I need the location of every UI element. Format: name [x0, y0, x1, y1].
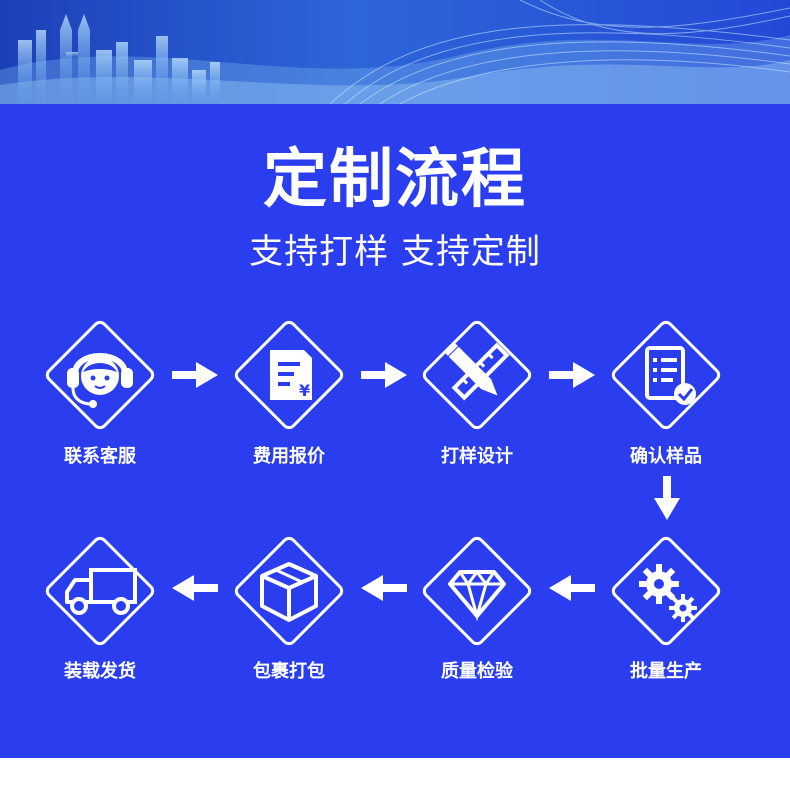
arrow-left-icon: [549, 575, 595, 601]
step-label: 费用报价: [253, 446, 325, 467]
step-quality-inspection: [414, 528, 540, 654]
step-mass-production: [603, 528, 729, 654]
step-label: 装载发货: [64, 661, 136, 682]
step-sample-design: [414, 312, 540, 438]
step-label: 确认样品: [630, 446, 702, 467]
diamond-icon: [448, 569, 506, 622]
arrow-down-icon: [654, 476, 680, 520]
step-package: [226, 528, 352, 654]
headset-agent-icon: [67, 353, 133, 408]
step-label: 联系客服: [64, 446, 136, 467]
step-confirm-sample: [603, 312, 729, 438]
delivery-truck-icon: [65, 568, 137, 615]
gears-icon: [639, 564, 697, 622]
step-price-quote: ¥: [226, 312, 352, 438]
city-banner: [0, 0, 790, 104]
process-panel: [0, 104, 790, 758]
price-document-icon: ¥: [270, 350, 312, 400]
page-title: 定制流程: [263, 143, 527, 217]
step-shipping: [37, 528, 163, 654]
pencil-ruler-icon: [444, 342, 510, 401]
arrow-right-icon: [549, 362, 595, 388]
arrow-right-icon: [172, 362, 218, 388]
step-label: 包裹打包: [253, 661, 325, 682]
step-contact-service: [37, 312, 163, 438]
box-icon: [260, 562, 318, 622]
page-subtitle: 支持打样 支持定制: [249, 232, 541, 272]
arrow-left-icon: [172, 575, 218, 601]
step-label: 质量检验: [441, 661, 513, 682]
arrow-left-icon: [361, 575, 407, 601]
svg-text:¥: ¥: [299, 381, 310, 400]
city-skyline-image: [0, 0, 790, 104]
step-label: 打样设计: [441, 446, 513, 467]
step-label: 批量生产: [630, 661, 702, 682]
arrow-right-icon: [361, 362, 407, 388]
checklist-icon: [645, 346, 696, 405]
